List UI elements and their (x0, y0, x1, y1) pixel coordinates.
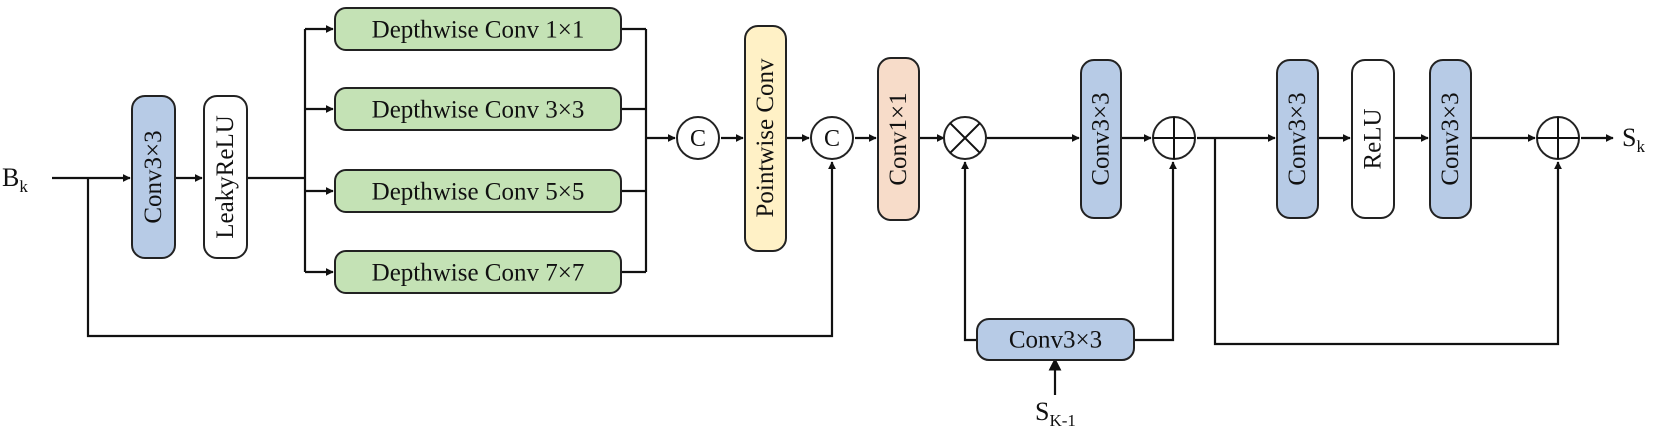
depthwise-conv-3x3-label: Depthwise Conv 3×3 (372, 97, 585, 124)
relu-block: ReLU (1351, 59, 1395, 219)
depthwise-conv-7x7-block: Depthwise Conv 7×7 (334, 250, 622, 294)
concat-circle-1 (676, 116, 720, 160)
concat-node-2: C (810, 116, 854, 160)
skip-input-label-sk1: SK-1 (1035, 397, 1076, 430)
skip-input-label-sub: K-1 (1049, 411, 1075, 430)
conv1x1-box (877, 57, 920, 221)
pointwise-conv-label: Pointwise Conv (752, 58, 779, 218)
connectors (52, 25, 1614, 395)
conv3x3-label-mid: Conv3×3 (1088, 92, 1115, 185)
concat-label-1: C (690, 126, 706, 152)
add-symbol-2 (1537, 117, 1579, 159)
depthwise-conv-1x1-box (334, 7, 622, 51)
concat-label-2: C (824, 126, 840, 152)
conv1x1-block: Conv1×1 (877, 57, 920, 221)
depthwise-conv-5x5-box (334, 169, 622, 213)
edge-input-skip-to-concat2 (86, 161, 836, 338)
conv3x3-block-first: Conv3×3 (131, 95, 176, 259)
relu-label: ReLU (1360, 108, 1387, 169)
output-label-main: S (1622, 123, 1636, 152)
conv3x3-label-skip: Conv3×3 (1009, 327, 1102, 354)
relu-box (1351, 59, 1395, 219)
output-label-sub: k (1636, 137, 1645, 156)
depthwise-conv-3x3-block: Depthwise Conv 3×3 (334, 87, 622, 131)
input-label-bk: Bk (2, 163, 28, 196)
conv3x3-box-res1 (1276, 59, 1319, 219)
conv3x3-label-first: Conv3×3 (140, 130, 167, 223)
leakyrelu-box (203, 95, 248, 259)
depthwise-conv-5x5-label: Depthwise Conv 5×5 (372, 179, 585, 206)
depthwise-conv-1x1-block: Depthwise Conv 1×1 (334, 7, 622, 51)
terminal-labels: Bk Sk SK-1 (2, 123, 1645, 430)
input-label-main: B (2, 163, 19, 192)
input-label-sub: k (19, 177, 28, 196)
pointwise-conv-block: Pointwise Conv (744, 25, 787, 252)
leakyrelu-label: LeakyReLU (212, 115, 239, 239)
add-node-1 (1152, 116, 1196, 160)
concat-node-1: C (676, 116, 720, 160)
skip-input-label-main: S (1035, 397, 1049, 426)
output-label-sk: Sk (1622, 123, 1645, 156)
pointwise-conv-box (744, 25, 787, 252)
depthwise-conv-7x7-box (334, 250, 622, 294)
edge-conv-to-add1-bottom (1134, 161, 1177, 342)
conv3x3-block-res2: Conv3×3 (1429, 59, 1472, 219)
nodes: Conv3×3 LeakyReLU Depthwise Conv 1×1 Dep… (131, 7, 1580, 361)
conv3x3-box-skip (976, 318, 1135, 361)
multiply-node (943, 116, 987, 160)
concat-circle-2 (810, 116, 854, 160)
edge-conv-to-multiply (961, 161, 977, 342)
conv3x3-box-mid (1080, 59, 1122, 219)
multiply-symbol (949, 122, 981, 154)
depthwise-conv-5x5-block: Depthwise Conv 5×5 (334, 169, 622, 213)
add-symbol-1 (1153, 117, 1195, 159)
conv3x3-box-res2 (1429, 59, 1472, 219)
conv3x3-label-res1: Conv3×3 (1284, 92, 1311, 185)
depthwise-conv-3x3-box (334, 87, 622, 131)
conv3x3-block-mid: Conv3×3 (1080, 59, 1122, 219)
edge-residual-skip (1213, 138, 1562, 346)
conv3x3-label-res2: Conv3×3 (1437, 92, 1464, 185)
leakyrelu-block: LeakyReLU (203, 95, 248, 259)
conv3x3-box-first (131, 95, 176, 259)
add-node-2 (1536, 116, 1580, 160)
depthwise-conv-1x1-label: Depthwise Conv 1×1 (372, 17, 585, 44)
depthwise-conv-7x7-label: Depthwise Conv 7×7 (372, 260, 585, 287)
conv3x3-block-res1: Conv3×3 (1276, 59, 1319, 219)
conv1x1-label: Conv1×1 (885, 92, 912, 185)
conv3x3-block-skip: Conv3×3 (976, 318, 1135, 361)
